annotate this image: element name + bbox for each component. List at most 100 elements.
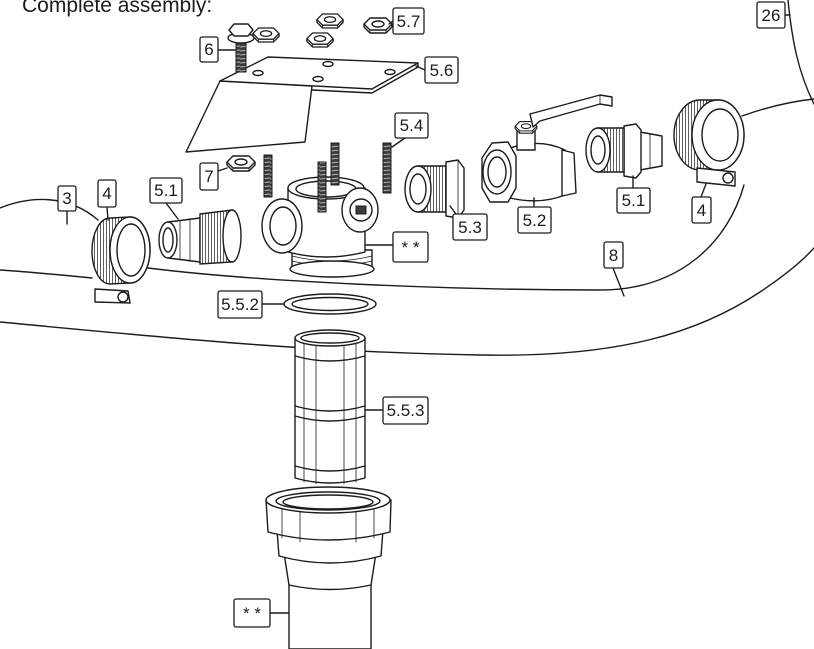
fitting-bore [162,227,174,253]
bolt-head [228,23,254,37]
callout-5-1-left: 5.1 [149,177,183,220]
callout-26: 26 [756,1,791,29]
fitting-hex [623,123,642,179]
callout-box [691,196,712,224]
callout-note-bowl: * * [233,598,289,628]
screen-top-opening [300,332,360,344]
leader-line [415,65,426,71]
callout-label: 5.2 [523,211,547,230]
bowl-cap-ring [275,491,381,511]
hose-outlines [0,0,814,356]
o-ring [283,293,377,315]
callout-box [217,290,263,319]
callout-label: * * [402,238,420,257]
hex-nipple [404,159,465,219]
valve-body [509,142,566,202]
callout-box [603,241,624,269]
leader-line [165,202,179,220]
tee-body [261,176,379,278]
callout-label: 5.6 [430,61,454,80]
valve-right-end [561,149,577,197]
callout-box [97,179,117,208]
callout-label: 7 [204,167,213,186]
valve-lever [529,94,613,128]
hose-fitting-right [585,123,663,179]
hose-3-top-edge [0,198,99,221]
fitting-end [222,209,242,263]
callout-label: 5.3 [458,218,482,237]
callout-label: 5.4 [400,116,424,135]
callout-4-right: 4 [691,183,712,224]
clamp-opening [701,108,739,162]
hose-fitting-left [158,209,242,265]
hose-3-bottom-edge [0,269,93,279]
mounting-bracket [185,56,419,153]
callout-5-3: 5.3 [449,205,488,241]
stud [330,142,340,186]
callout-5-6: 5.6 [415,56,459,84]
bowl-opening [282,494,374,510]
callout-box [392,231,429,263]
o-ring-inner [291,296,369,312]
hose-8-lower-edge [0,247,814,356]
body-boss-badge-icon [355,205,367,215]
bracket-hole [322,60,334,68]
leader-line [388,20,394,25]
bolt [227,23,255,73]
fitting-barb [639,131,663,171]
callout-box [199,36,219,63]
nipple-bore [409,173,427,205]
callout-label: 5.1 [622,191,646,210]
callout-box [149,177,183,204]
hose-clamp-right [673,99,745,187]
callout-box [616,187,651,214]
callout-box [233,598,271,628]
hex-nut-icon [316,13,344,29]
callout-box [392,7,425,35]
filter-bowl [265,486,392,649]
callout-box [424,56,459,84]
callout-label: * * [243,604,261,623]
bowl-body [283,552,377,649]
bracket-hole [252,69,264,77]
hex-nut-icon [306,32,334,48]
callout-3: 3 [57,185,77,225]
callout-label: 4 [102,184,111,203]
bracket-hole [384,68,396,76]
callout-7: 7 [199,162,228,191]
filter-screen [294,329,366,485]
body-bottom-flange [289,260,375,278]
hose-8-upper-edge [147,184,745,291]
stud [317,161,327,213]
leader-line [612,267,625,297]
nipple-hex [445,159,465,219]
callout-label: 3 [62,189,71,208]
nut-7-icon [226,155,256,172]
callout-box [756,1,786,29]
screen-hoop [294,405,366,412]
callout-5-1-right: 5.1 [616,175,651,214]
callout-label: 5.7 [397,12,421,31]
callout-box [452,213,488,241]
bracket-edge [311,62,419,94]
caption: Complete assembly: [22,0,212,17]
hose-26-edge [787,0,814,105]
callout-label: 5.5.2 [221,295,259,314]
stud [263,154,273,198]
screen-hoop [294,355,366,362]
leader-line [217,167,228,172]
callout-note-body: * * [365,231,429,263]
clamp-opening [116,223,146,277]
hose-right-top-edge [741,98,814,117]
leader-line [700,183,707,198]
valve-port-bore [487,156,507,188]
clamp-screw-icon [117,291,129,303]
ball-valve [481,94,613,203]
callout-6: 6 [199,36,236,63]
body-left-port-bore [269,206,297,246]
leader-line [449,205,457,215]
fitting-bore [590,135,606,165]
callout-5-4: 5.4 [391,112,429,148]
leader-line [391,137,406,148]
